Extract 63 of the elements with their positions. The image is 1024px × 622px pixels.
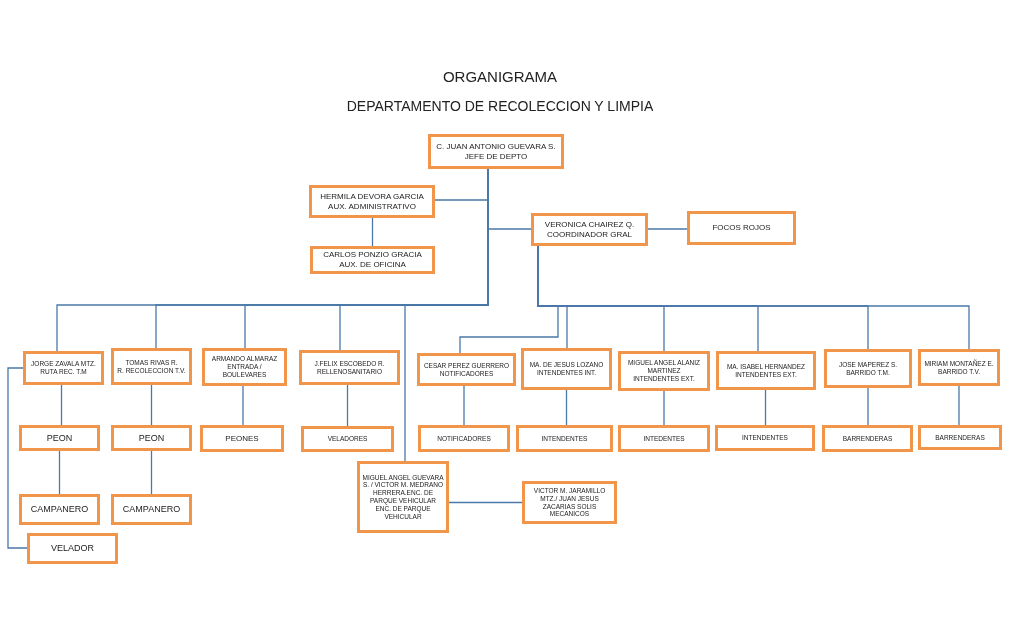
connector-line	[663, 390, 665, 426]
org-box	[202, 348, 287, 386]
org-box	[516, 425, 613, 452]
org-box	[200, 425, 284, 452]
org-box	[618, 425, 710, 452]
connector-line	[647, 228, 688, 230]
org-box	[918, 425, 1002, 450]
connector-line	[60, 384, 63, 426]
org-box	[521, 348, 612, 390]
org-box	[618, 351, 710, 391]
org-box	[822, 425, 913, 452]
org-box	[309, 185, 435, 218]
node-title: CARLOS PONZIO GRACIA	[323, 250, 422, 260]
chart-title: ORGANIGRAMA	[441, 68, 559, 85]
connector-line	[565, 389, 568, 426]
subtitle: DEPARTAMENTO DE RECOLECCION Y LIMPIA	[345, 98, 655, 114]
org-box	[715, 425, 815, 451]
connector-line	[764, 389, 767, 426]
org-box	[918, 349, 1000, 386]
org-box	[428, 134, 564, 169]
org-box	[531, 213, 648, 246]
org-box	[824, 349, 912, 388]
connector-line	[150, 450, 153, 495]
node-title: VELADOR	[51, 543, 94, 554]
org-box	[111, 425, 192, 451]
org-box	[687, 211, 796, 245]
connector-line	[958, 385, 960, 426]
connector-line	[242, 385, 244, 426]
org-box	[418, 425, 510, 452]
node-title: CAMPANERO	[122, 504, 181, 515]
connector-line	[463, 385, 465, 426]
org-box	[19, 494, 100, 525]
org-box	[111, 348, 192, 385]
connector-line	[7, 367, 28, 549]
org-box	[111, 494, 192, 525]
node-title: FOCOS ROJOS	[712, 223, 771, 233]
org-box	[310, 246, 435, 274]
node-subtitle: AUX. ADMINISTRATIVO	[328, 201, 416, 212]
node-title: CAMPANERO	[30, 504, 89, 515]
org-box	[299, 350, 400, 385]
connector-line	[346, 384, 349, 427]
org-box	[716, 351, 816, 390]
connector-line	[150, 384, 153, 426]
node-title: C. JUAN ANTONIO GUEVARA S.	[436, 141, 556, 152]
org-box	[19, 425, 100, 451]
node-subtitle: COORDINADOR GRAL	[547, 229, 632, 240]
node-subtitle: JEFE DE DEPTO	[464, 151, 528, 162]
node-title: PEON	[46, 432, 73, 444]
node-title: HERMILA DEVORA GARCIA	[320, 191, 424, 202]
org-box	[357, 461, 449, 533]
connector-line	[448, 501, 523, 504]
org-box	[301, 426, 394, 452]
node-title: PEON	[138, 432, 165, 444]
connector-line	[867, 387, 869, 426]
org-box	[27, 533, 118, 564]
node-title: PEONES	[225, 433, 259, 444]
node-subtitle: AUX. DE OFICINA	[339, 260, 406, 270]
node-title: VERONICA CHAIREZ Q.	[544, 219, 635, 230]
org-box	[417, 353, 516, 386]
org-box	[522, 481, 617, 524]
org-box	[23, 351, 104, 385]
connector-line	[371, 217, 374, 247]
connector-line	[58, 450, 61, 495]
